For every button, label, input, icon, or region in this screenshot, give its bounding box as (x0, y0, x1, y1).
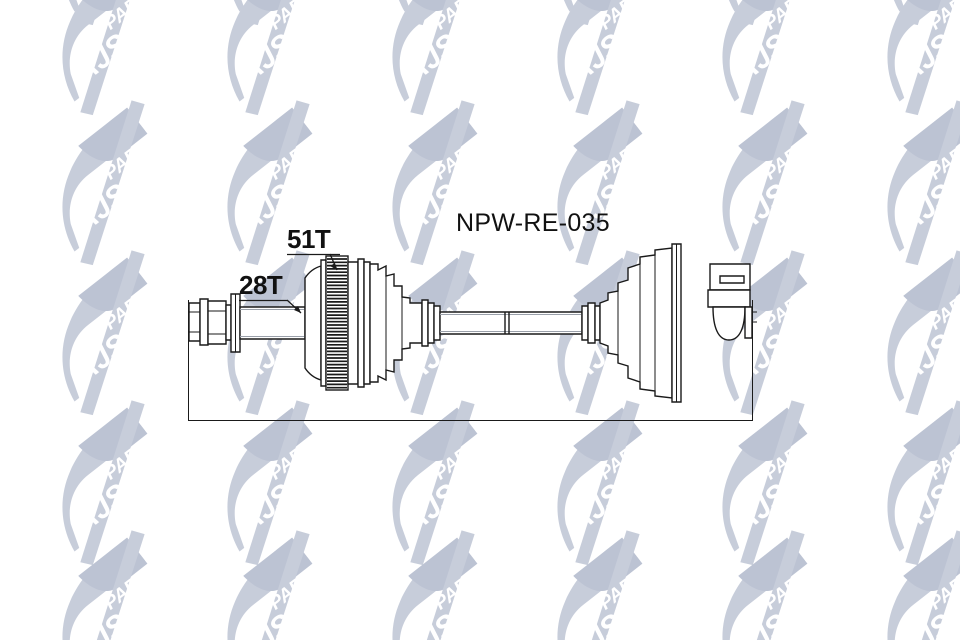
center-shaft (439, 311, 583, 335)
retainer-flange (230, 293, 241, 353)
outer-cv-joint (671, 243, 682, 403)
inner-cv-joint (304, 259, 327, 387)
outer-stub-end (707, 263, 757, 341)
spline-count-label-51t: 51T (287, 224, 331, 254)
inner-joint-collars (347, 258, 371, 388)
outer-boot (599, 247, 673, 399)
inner-spline-callout-leader (239, 299, 302, 314)
spline-count-label-28t: 28T (239, 270, 283, 300)
abs-tone-ring (325, 255, 349, 391)
outer-boot-clamp (581, 302, 601, 344)
part-number-label: NPW-RE-035 (456, 209, 610, 237)
inner-boot (369, 263, 423, 383)
abs-ring-callout-leader (287, 253, 340, 271)
inner-stub-end (188, 298, 232, 346)
inner-boot-clamp (421, 299, 441, 347)
inner-shaft (239, 306, 306, 340)
